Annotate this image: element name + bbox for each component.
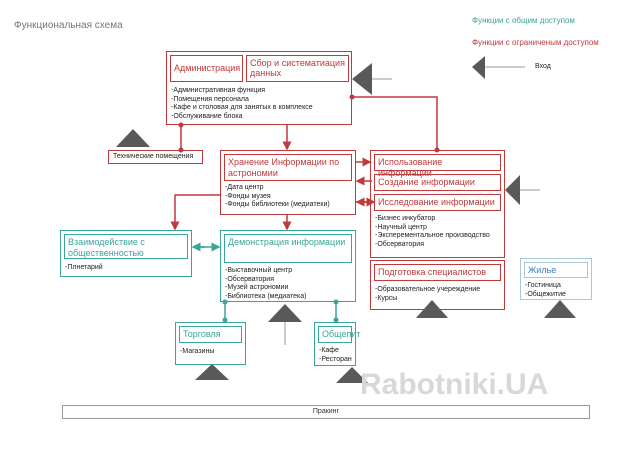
training-title: Подготовка специалистов [374,264,501,281]
legend-public: Функции с общим доступом [472,16,575,25]
list-item: -Магазины [180,348,215,355]
list-item: -Курсы [375,294,398,302]
admin-title: Администрация [170,55,243,82]
list-item: -Фонды музея [225,192,271,200]
entrance-triangle-icon [268,304,302,322]
storage-block: Хранение Информации по астрономии -Дата … [220,150,356,215]
admin-items: -Административная функция-Помещения перс… [171,87,313,121]
food-block: Общепит -Кафе-Ресторан [314,322,361,366]
list-item: -Ресторан [319,355,352,363]
entrance-triangle-icon [336,367,368,383]
diagram-title: Функциональная схема [14,20,123,31]
housing-block: Жилье -Гостиница-Общежитие [520,258,592,300]
entrance-triangle-icon [195,364,229,380]
tech-rooms-block: Технические помещения [108,150,203,164]
entrance-triangle-icon [352,63,372,95]
list-item: -Кафе и столовая для занятых в комплексе [171,104,313,111]
list-item: -Гостиница [525,282,561,289]
entrance-triangle-icon [505,175,520,205]
legend-entrance: Вход [535,63,551,70]
data-collection-title: Сбор и систематиация данных [246,55,349,82]
list-item: -Библиотека (медиатека) [225,292,307,300]
list-item: -Эксперементальное производство [375,232,490,239]
public-relations-title: Взаимодействие с общественностью [64,234,188,259]
research-title: Исследование информации [374,194,501,211]
list-item: -Выставочный центр [225,267,293,274]
public-relations-block: Взаимодействие с общественностью -Плнета… [60,230,192,277]
demo-title: Демонстрация информации [224,234,352,263]
list-item: -Бизнес инкубатор [375,215,436,222]
usage-title: Использование информации [374,154,501,178]
storage-title: Хранение Информации по астрономии [224,154,352,181]
list-item: -Помещения персонала [171,95,249,103]
list-item: -Кафе [319,347,339,354]
entrance-triangle-icon [544,300,576,318]
list-item: -Научный центр [375,223,427,231]
entrance-triangle-icon [116,129,150,147]
list-item: -Обсерватория [225,275,274,283]
list-item: -Общежитие [525,290,566,298]
usage-block: Использование информации Создание информ… [370,150,505,258]
legend-entrance-icon [472,56,485,79]
trade-block: Торговля -Магазины [175,322,246,365]
housing-title: Жилье [524,262,588,278]
demo-block: Демонстрация информации -Выставочный цен… [220,230,356,302]
training-block: Подготовка специалистов -Образовательное… [370,260,505,310]
list-item: -Обсерватория [375,240,424,248]
list-item: -Музей астрономии [225,284,289,291]
parking-block: Пракинг [62,405,590,419]
trade-title: Торговля [179,326,242,343]
list-item: -Дата центр [225,184,264,191]
list-item: -Плнетарий [65,264,103,271]
admin-block: Администрация Сбор и систематиация данны… [166,51,352,125]
list-item: -Образовательное учереждение [375,286,481,293]
list-item: -Административная функция [171,87,266,94]
list-item: -Фонды библиотеки (медиатеки) [225,201,330,208]
watermark: Rabotniki.UA [360,368,549,401]
creation-title: Создание информации [374,174,501,191]
food-title: Общепит [318,326,361,343]
legend-restricted: Функции с ограниченым доступом [472,38,599,47]
list-item: -Обслуживание блока [171,112,243,120]
